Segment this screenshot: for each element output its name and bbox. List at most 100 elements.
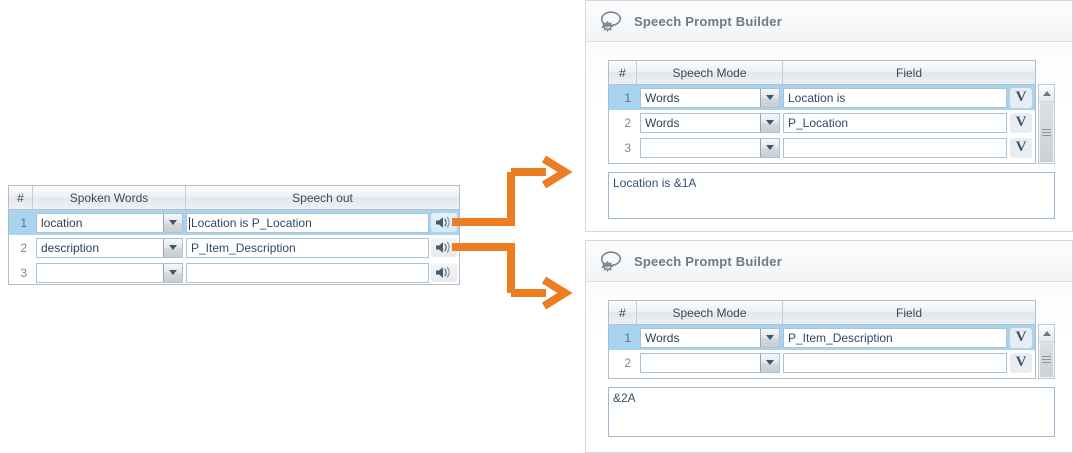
speech-prompt-grid-bottom-scrollbar[interactable] (1038, 324, 1055, 379)
spoken-words-grid[interactable]: # Spoken Words Speech out 1 location Loc… (8, 185, 460, 285)
prompt-preview-bottom[interactable]: &2A (608, 387, 1055, 437)
field-cell[interactable]: Location is V (783, 85, 1035, 110)
chevron-down-icon (766, 335, 774, 340)
dropdown-button[interactable] (163, 238, 182, 257)
table-row[interactable]: 1 location Location is P_Location (9, 210, 459, 235)
speech-mode-value (641, 354, 760, 372)
speech-mode-combobox[interactable]: Words (640, 87, 780, 108)
dropdown-button[interactable] (163, 213, 182, 232)
row-number: 2 (624, 115, 631, 130)
field-cell[interactable]: V (783, 135, 1035, 160)
field-input[interactable]: P_Location (783, 112, 1007, 133)
chevron-down-icon (169, 220, 177, 225)
table-row[interactable]: 1 Words P_Item_Description V (609, 325, 1035, 350)
connector-arrow-row2 (452, 243, 573, 310)
scroll-grip-icon (1042, 356, 1051, 363)
scroll-up-arrow-icon[interactable] (1039, 85, 1054, 102)
speech-out-input[interactable] (186, 262, 429, 283)
speaker-icon[interactable] (431, 213, 457, 232)
scroll-up-arrow-icon[interactable] (1039, 325, 1054, 342)
column-header-speech-mode: Speech Mode (637, 301, 783, 324)
chevron-down-icon (766, 95, 774, 100)
speech-mode-combobox[interactable] (640, 352, 780, 373)
field-input[interactable]: P_Item_Description (783, 327, 1007, 348)
spoken-words-cell[interactable] (33, 260, 186, 285)
speech-mode-value: Words (645, 90, 680, 105)
speech-mode-cell[interactable]: Words (637, 325, 783, 350)
speech-bubble-gear-icon (598, 10, 624, 32)
scroll-thumb[interactable] (1040, 342, 1053, 377)
speech-out-cell[interactable]: P_Item_Description (186, 235, 459, 260)
table-row[interactable]: 2 Words P_Location V (609, 110, 1035, 135)
row-number: 2 (624, 355, 631, 370)
speech-mode-combobox[interactable] (640, 137, 780, 158)
spoken-words-cell[interactable]: description (33, 235, 186, 260)
speech-out-input[interactable]: P_Item_Description (186, 237, 429, 258)
column-header-speech-mode: Speech Mode (637, 61, 783, 84)
table-row[interactable]: 2 description P_Item_Description (9, 235, 459, 260)
field-cell[interactable]: P_Item_Description V (783, 325, 1035, 350)
column-header-number: # (609, 301, 637, 324)
dropdown-button[interactable] (760, 88, 779, 107)
spoken-words-combobox[interactable]: description (36, 237, 183, 258)
spoken-words-combobox[interactable] (36, 262, 183, 283)
speech-prompt-grid-top-scrollbar[interactable] (1038, 84, 1055, 164)
field-input[interactable]: Location is (783, 87, 1007, 108)
row-number: 3 (624, 140, 631, 155)
panel-bottom: Speech Prompt Builder # Speech Mode Fiel… (585, 240, 1073, 453)
spoken-words-grid-header: # Spoken Words Speech out (9, 186, 459, 210)
field-input[interactable] (783, 137, 1007, 158)
dropdown-button[interactable] (163, 263, 182, 282)
speech-bubble-gear-icon (598, 250, 624, 272)
insert-variable-button[interactable]: V (1010, 112, 1032, 133)
column-header-spoken-words: Spoken Words (33, 186, 186, 209)
field-cell[interactable]: V (783, 350, 1035, 375)
table-row[interactable]: 1 Words Location is V (609, 85, 1035, 110)
speech-mode-cell[interactable]: Words (637, 110, 783, 135)
insert-variable-button[interactable]: V (1010, 352, 1032, 373)
speech-prompt-grid-bottom[interactable]: # Speech Mode Field 1 Words P_Item_Descr… (608, 300, 1036, 379)
dropdown-button[interactable] (760, 328, 779, 347)
spoken-words-cell[interactable]: location (33, 210, 186, 235)
panel-top: Speech Prompt Builder # Speech Mode Fiel… (585, 0, 1073, 232)
scroll-thumb[interactable] (1040, 102, 1053, 162)
table-row[interactable]: 3 V (609, 135, 1035, 160)
speech-out-cell[interactable] (186, 260, 459, 285)
speech-out-input[interactable]: Location is P_Location (186, 212, 429, 233)
column-header-speech-out: Speech out (292, 190, 353, 205)
prompt-preview-top[interactable]: Location is &1A (608, 172, 1055, 219)
speaker-icon[interactable] (431, 238, 457, 257)
chevron-down-icon (169, 245, 177, 250)
speech-mode-combobox[interactable]: Words (640, 327, 780, 348)
column-header-field: Field (895, 65, 922, 80)
chevron-down-icon (766, 145, 774, 150)
column-header-field: Field (895, 305, 922, 320)
insert-variable-button[interactable]: V (1010, 87, 1032, 108)
speech-prompt-grid-bottom-header: # Speech Mode Field (609, 301, 1035, 325)
scroll-grip-icon (1042, 128, 1051, 136)
chevron-down-icon (766, 360, 774, 365)
table-row[interactable]: 3 (9, 260, 459, 285)
dropdown-button[interactable] (760, 113, 779, 132)
table-row[interactable]: 2 V (609, 350, 1035, 375)
speech-mode-cell[interactable] (637, 135, 783, 160)
speech-mode-value (641, 139, 760, 157)
insert-variable-button[interactable]: V (1010, 137, 1032, 158)
field-input[interactable] (783, 352, 1007, 373)
panel-bottom-titlebar: Speech Prompt Builder (586, 241, 1072, 282)
dropdown-button[interactable] (760, 138, 779, 157)
insert-variable-button[interactable]: V (1010, 327, 1032, 348)
row-number: 2 (20, 240, 27, 255)
field-cell[interactable]: P_Location V (783, 110, 1035, 135)
speaker-icon[interactable] (431, 263, 457, 282)
speech-mode-cell[interactable] (637, 350, 783, 375)
speech-out-cell[interactable]: Location is P_Location (186, 210, 459, 235)
speech-prompt-grid-top[interactable]: # Speech Mode Field 1 Words Location is … (608, 60, 1036, 164)
spoken-words-combobox[interactable]: location (36, 212, 183, 233)
dropdown-button[interactable] (760, 353, 779, 372)
speech-mode-combobox[interactable]: Words (640, 112, 780, 133)
speech-mode-cell[interactable]: Words (637, 85, 783, 110)
row-number: 1 (20, 215, 27, 230)
column-header-number: # (9, 186, 33, 209)
panel-top-body: # Speech Mode Field 1 Words Location is … (586, 42, 1072, 231)
